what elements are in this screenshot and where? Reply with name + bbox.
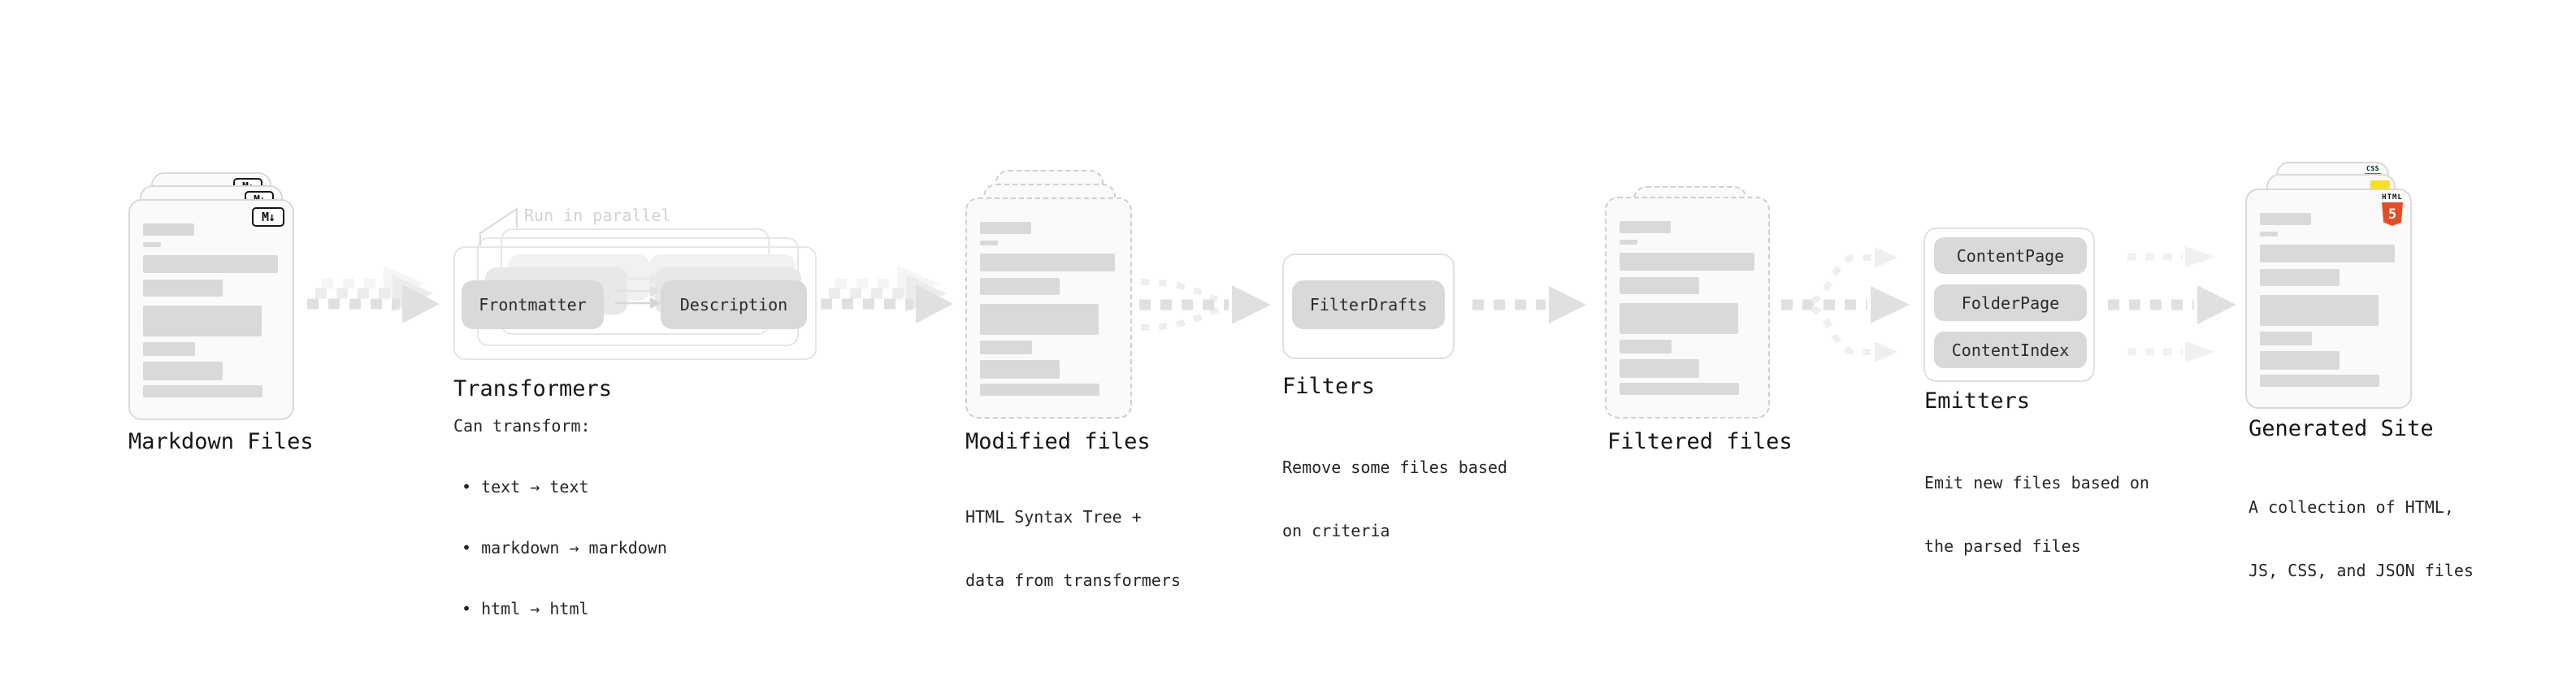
content-bar <box>980 278 1060 295</box>
filters-caption: Remove some files based on criteria <box>1282 414 1507 583</box>
content-bar <box>2260 269 2340 286</box>
caption-line: A collection of HTML, <box>2249 497 2454 517</box>
caption-line: HTML Syntax Tree + <box>965 507 1142 527</box>
transformers-caption-title: Can transform: <box>453 416 591 436</box>
content-bar <box>2260 351 2340 370</box>
js-icon <box>2370 180 2390 190</box>
arrow-transformers-to-modified <box>821 266 953 323</box>
content-bar <box>143 306 262 336</box>
html5-icon: HTML 5 <box>2381 194 2404 226</box>
caption-line: Emit new files based on <box>1924 473 2149 492</box>
caption-line: on criteria <box>1282 521 1390 540</box>
stage-label-transformers: Transformers <box>453 376 613 401</box>
content-bar <box>1620 253 1754 271</box>
stage-label-generated-site: Generated Site <box>2249 416 2434 441</box>
modified-file-card-front <box>965 197 1132 419</box>
content-bar <box>980 222 1031 234</box>
content-bar <box>143 342 195 356</box>
caption-line: JS, CSS, and JSON files <box>2249 561 2474 580</box>
transformers-bullet-list: • text → text • markdown → markdown • ht… <box>462 436 667 660</box>
content-bar <box>143 242 161 247</box>
content-bar <box>1620 383 1739 395</box>
filter-chip-filterdrafts: FilterDrafts <box>1292 280 1445 329</box>
markdown-file-card-front: M↓ <box>128 199 294 420</box>
arrow-modified-to-filters-merge <box>1139 279 1271 331</box>
stage-label-modified-files: Modified files <box>965 429 1151 454</box>
transformer-chip-frontmatter: Frontmatter <box>462 280 604 329</box>
site-file-card-html: HTML 5 <box>2245 189 2412 409</box>
arrow-filtered-to-emitters-split <box>1781 247 1910 362</box>
stage-label-emitters: Emitters <box>1924 388 2031 414</box>
caption-line: the parsed files <box>1924 536 2081 556</box>
caption-line: data from transformers <box>965 570 1181 590</box>
content-bar <box>1620 303 1738 334</box>
markdown-icon: M↓ <box>252 207 284 227</box>
emitter-chip-contentpage: ContentPage <box>1934 237 2087 274</box>
content-bar <box>1620 340 1672 354</box>
caption-line: Remove some files based <box>1282 458 1507 477</box>
content-bar <box>980 360 1060 379</box>
content-bar <box>980 241 998 245</box>
content-bar <box>2260 332 2312 345</box>
bullet-item: • text → text <box>462 477 589 497</box>
content-bar <box>1620 240 1637 245</box>
emitter-chip-contentindex: ContentIndex <box>1934 332 2087 368</box>
arrow-filters-to-filtered <box>1472 286 1586 323</box>
generated-site-caption: A collection of HTML, JS, CSS, and JSON … <box>2249 454 2474 623</box>
stage-label-markdown-files: Markdown Files <box>128 429 314 454</box>
bullet-item: • markdown → markdown <box>462 538 667 557</box>
filtered-file-card-front <box>1605 197 1770 419</box>
content-bar <box>1620 277 1699 294</box>
content-bar <box>143 255 278 273</box>
content-bar <box>2260 213 2311 225</box>
content-bar <box>2260 295 2379 326</box>
transformer-chip-description: Description <box>661 280 807 329</box>
run-in-parallel-annotation: Run in parallel <box>524 206 671 225</box>
stage-label-filters: Filters <box>1282 374 1375 399</box>
emitter-chip-folderpage: FolderPage <box>1934 284 2087 321</box>
content-bar <box>2260 375 2379 387</box>
content-bar <box>143 280 223 297</box>
emitters-caption: Emit new files based on the parsed files <box>1924 430 2149 599</box>
content-bar <box>980 254 1115 271</box>
content-bar <box>980 340 1032 354</box>
bullet-item: • html → html <box>462 599 589 618</box>
content-bar <box>1620 221 1671 233</box>
transformer-box-front <box>453 246 817 360</box>
stage-label-filtered-files: Filtered files <box>1607 429 1793 454</box>
content-bar <box>2260 232 2278 236</box>
content-bar <box>2260 245 2395 262</box>
content-bar <box>143 385 262 397</box>
content-bar <box>980 304 1099 335</box>
content-bar <box>143 362 223 380</box>
arrows-emitters-to-site <box>2108 246 2236 362</box>
modified-files-caption: HTML Syntax Tree + data from transformer… <box>965 464 1181 633</box>
arrow-markdown-to-transformers <box>307 266 440 323</box>
content-bar <box>980 384 1099 396</box>
content-bar <box>143 223 194 236</box>
content-bar <box>1620 359 1699 378</box>
